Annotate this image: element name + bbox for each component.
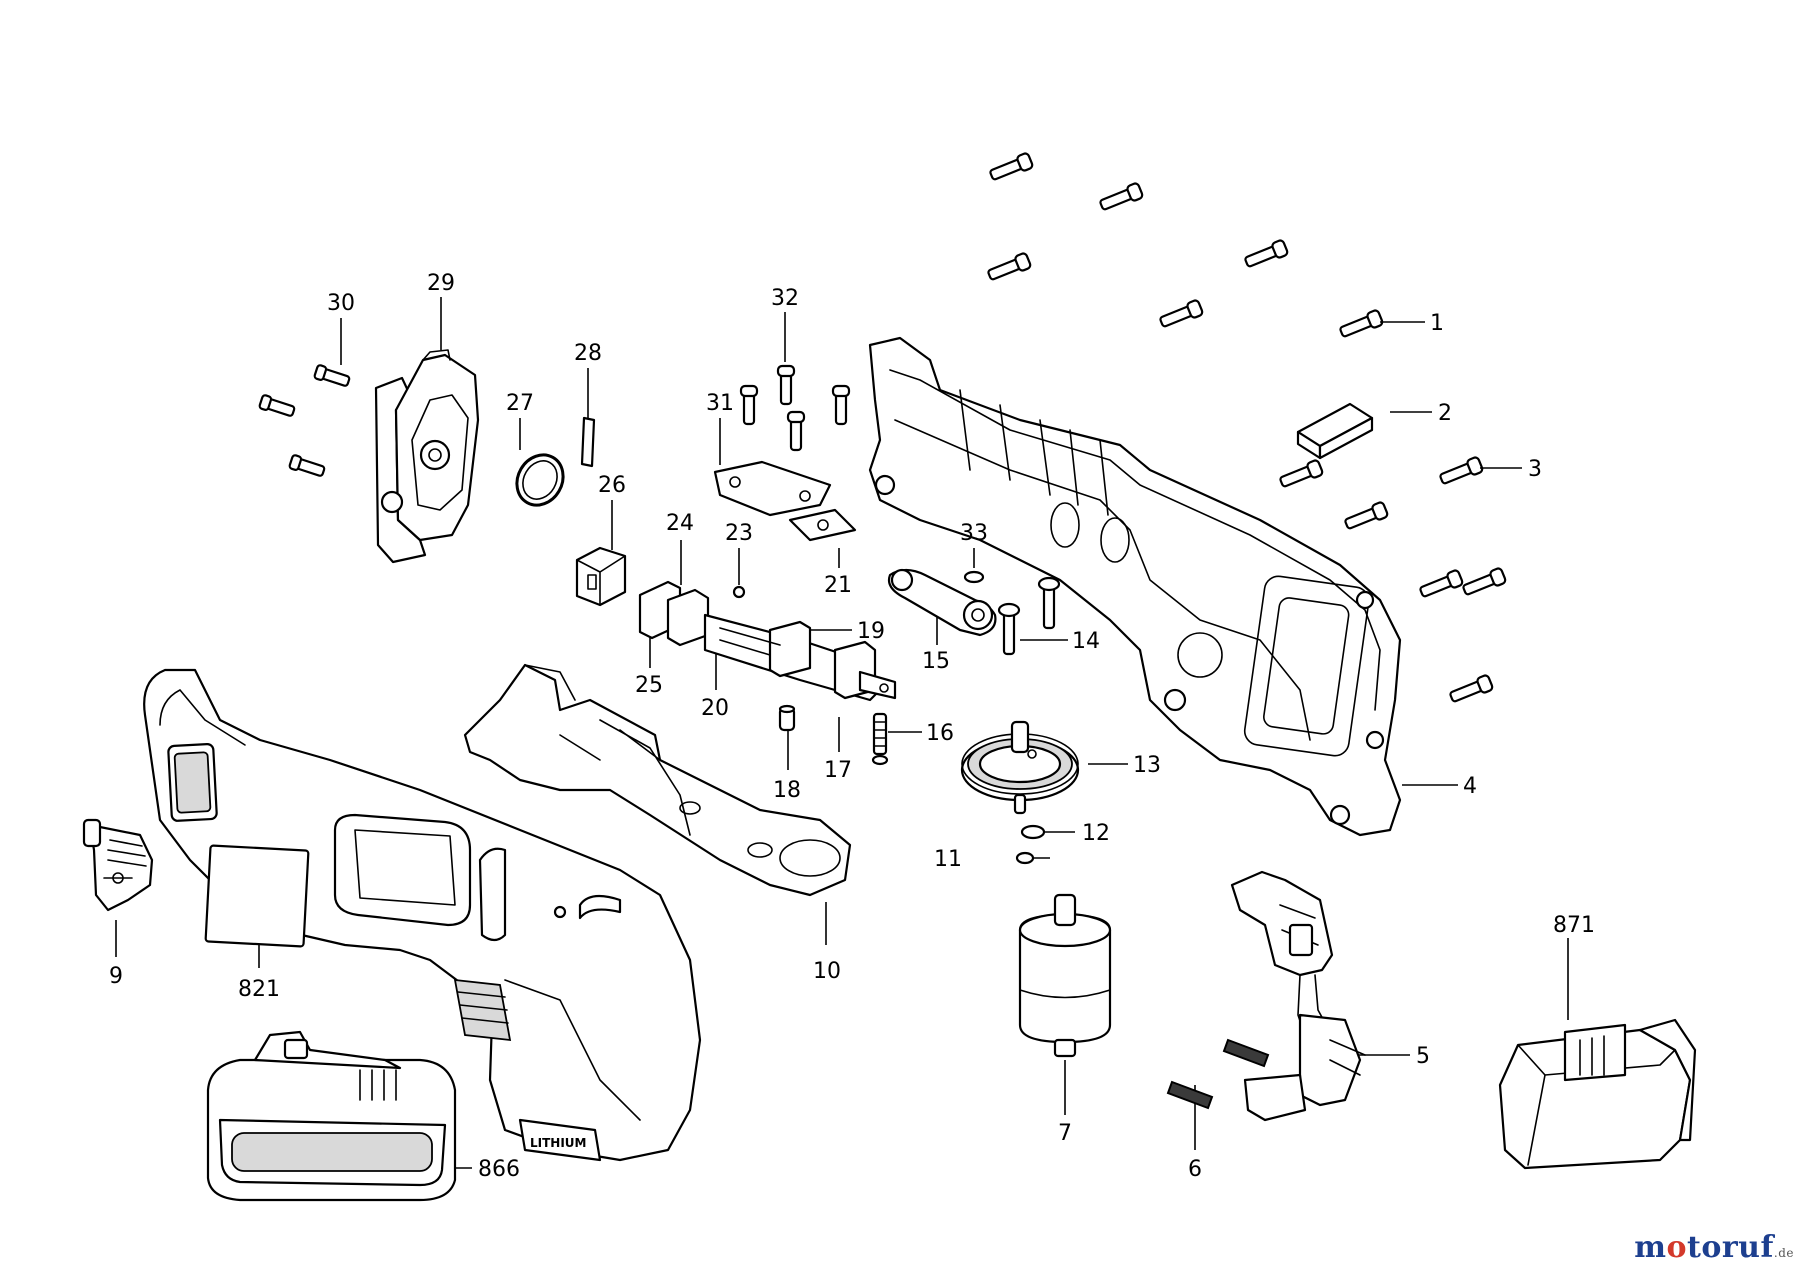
label-27: 27 xyxy=(506,391,534,416)
bolt-14b xyxy=(1037,576,1061,630)
washer-33 xyxy=(963,570,985,584)
label-28: 28 xyxy=(574,341,602,366)
part-labels: 1 2 3 4 5 6 7 9 10 11 12 13 14 15 16 17 … xyxy=(109,271,1595,1182)
guide-block xyxy=(575,546,627,607)
screw-set-plate xyxy=(739,364,851,452)
spring-pin xyxy=(580,416,596,468)
label-29: 29 xyxy=(427,271,455,296)
label-17: 17 xyxy=(824,758,852,783)
label-871: 871 xyxy=(1553,913,1595,938)
blade-clamp-cover xyxy=(374,349,480,564)
label-31: 31 xyxy=(706,391,734,416)
label-7: 7 xyxy=(1058,1121,1072,1146)
trigger-switch-assembly xyxy=(1230,870,1366,1122)
rating-label xyxy=(204,844,310,948)
lock-off-switch xyxy=(82,818,154,912)
gear-housing xyxy=(463,663,852,897)
label-30: 30 xyxy=(327,291,355,316)
pin-18 xyxy=(778,704,796,732)
label-32: 32 xyxy=(771,286,799,311)
battery-charger xyxy=(1498,1018,1697,1170)
bolt-14 xyxy=(997,602,1021,656)
label-866: 866 xyxy=(478,1157,520,1182)
label-33: 33 xyxy=(960,521,988,546)
label-4: 4 xyxy=(1463,774,1477,799)
label-6: 6 xyxy=(1188,1157,1202,1182)
label-25: 25 xyxy=(635,673,663,698)
saw-body-housing: LITHIUM xyxy=(143,668,702,1162)
retainer-plate xyxy=(713,460,857,542)
watermark-logo: motoruf.de xyxy=(1634,1230,1794,1265)
spring-ring xyxy=(515,453,565,507)
motor xyxy=(1018,893,1112,1058)
crank-arm xyxy=(887,568,997,637)
label-15: 15 xyxy=(922,649,950,674)
label-20: 20 xyxy=(701,696,729,721)
battery-pack xyxy=(206,1030,457,1202)
label-21: 21 xyxy=(824,573,852,598)
label-2: 2 xyxy=(1438,401,1452,426)
label-9: 9 xyxy=(109,964,123,989)
ball xyxy=(732,585,746,599)
housing-half-right xyxy=(868,336,1402,837)
label-18: 18 xyxy=(773,778,801,803)
slide-button-part xyxy=(1296,402,1374,460)
spring-rods xyxy=(1166,1038,1270,1110)
label-23: 23 xyxy=(725,521,753,546)
label-5: 5 xyxy=(1416,1044,1430,1069)
label-16: 16 xyxy=(926,721,954,746)
label-26: 26 xyxy=(598,473,626,498)
label-12: 12 xyxy=(1082,821,1110,846)
label-11: 11 xyxy=(934,847,962,872)
screw-set-left xyxy=(258,364,351,477)
label-10: 10 xyxy=(813,959,841,984)
body-brand-text: LITHIUM xyxy=(530,1136,587,1150)
spring-16 xyxy=(871,712,889,766)
washer-12 xyxy=(1020,824,1046,840)
washer-11 xyxy=(1015,851,1035,865)
label-1: 1 xyxy=(1430,311,1444,336)
drive-gear xyxy=(960,720,1080,815)
label-821: 821 xyxy=(238,977,280,1002)
plunger-assembly xyxy=(638,580,897,702)
label-13: 13 xyxy=(1133,753,1161,778)
label-14: 14 xyxy=(1072,629,1100,654)
screw-set-top xyxy=(987,152,1507,703)
label-3: 3 xyxy=(1528,457,1542,482)
label-19: 19 xyxy=(857,619,885,644)
label-24: 24 xyxy=(666,511,694,536)
